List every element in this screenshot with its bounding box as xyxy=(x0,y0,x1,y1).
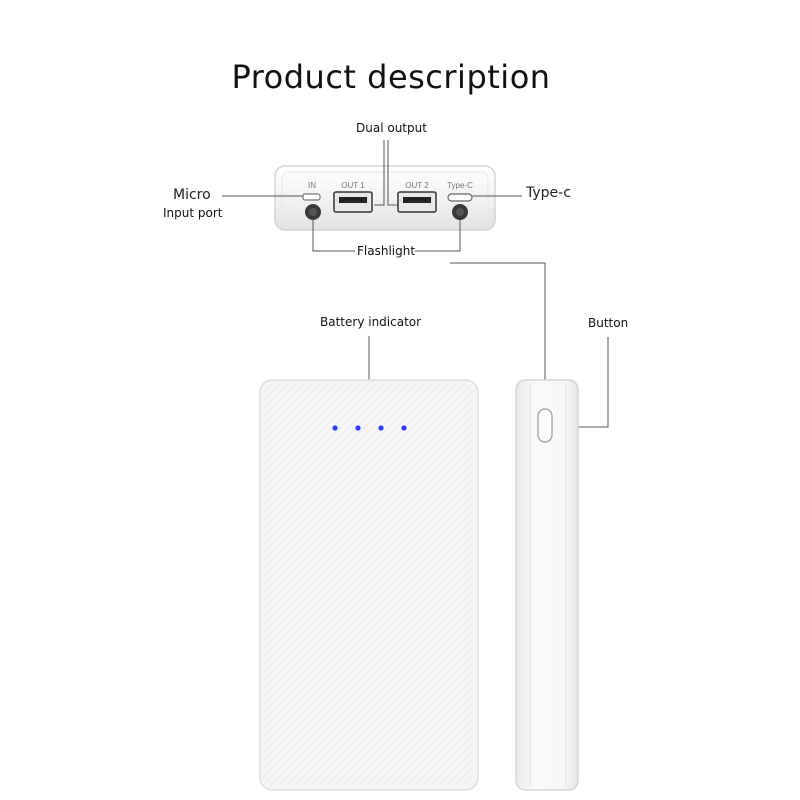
battery-led-2 xyxy=(355,425,361,431)
label-button: Button xyxy=(588,316,629,330)
port-label-in: IN xyxy=(308,181,316,190)
battery-led-3 xyxy=(378,425,384,431)
page-title: Product description xyxy=(231,58,551,96)
port-end-view: IN OUT 1 OUT 2 Type-C xyxy=(274,165,496,231)
battery-led-4 xyxy=(401,425,407,431)
port-label-out1: OUT 1 xyxy=(341,181,365,190)
port-label-out2: OUT 2 xyxy=(405,181,429,190)
battery-indicator-leds xyxy=(332,425,407,431)
label-type-c: Type-c xyxy=(526,185,571,201)
power-bank-side xyxy=(515,379,579,791)
micro-usb-port xyxy=(302,193,321,201)
port-label-typec: Type-C xyxy=(447,181,473,190)
typec-port xyxy=(447,193,473,202)
power-bank-front xyxy=(259,379,479,791)
label-input-port: Input port xyxy=(163,206,223,220)
label-micro: Micro xyxy=(173,187,211,203)
label-dual-output: Dual output xyxy=(356,121,427,135)
label-flashlight: Flashlight xyxy=(357,244,416,258)
power-button[interactable] xyxy=(537,408,553,443)
callout-lines xyxy=(222,140,609,428)
battery-led-1 xyxy=(332,425,338,431)
label-battery-indicator: Battery indicator xyxy=(320,315,422,329)
